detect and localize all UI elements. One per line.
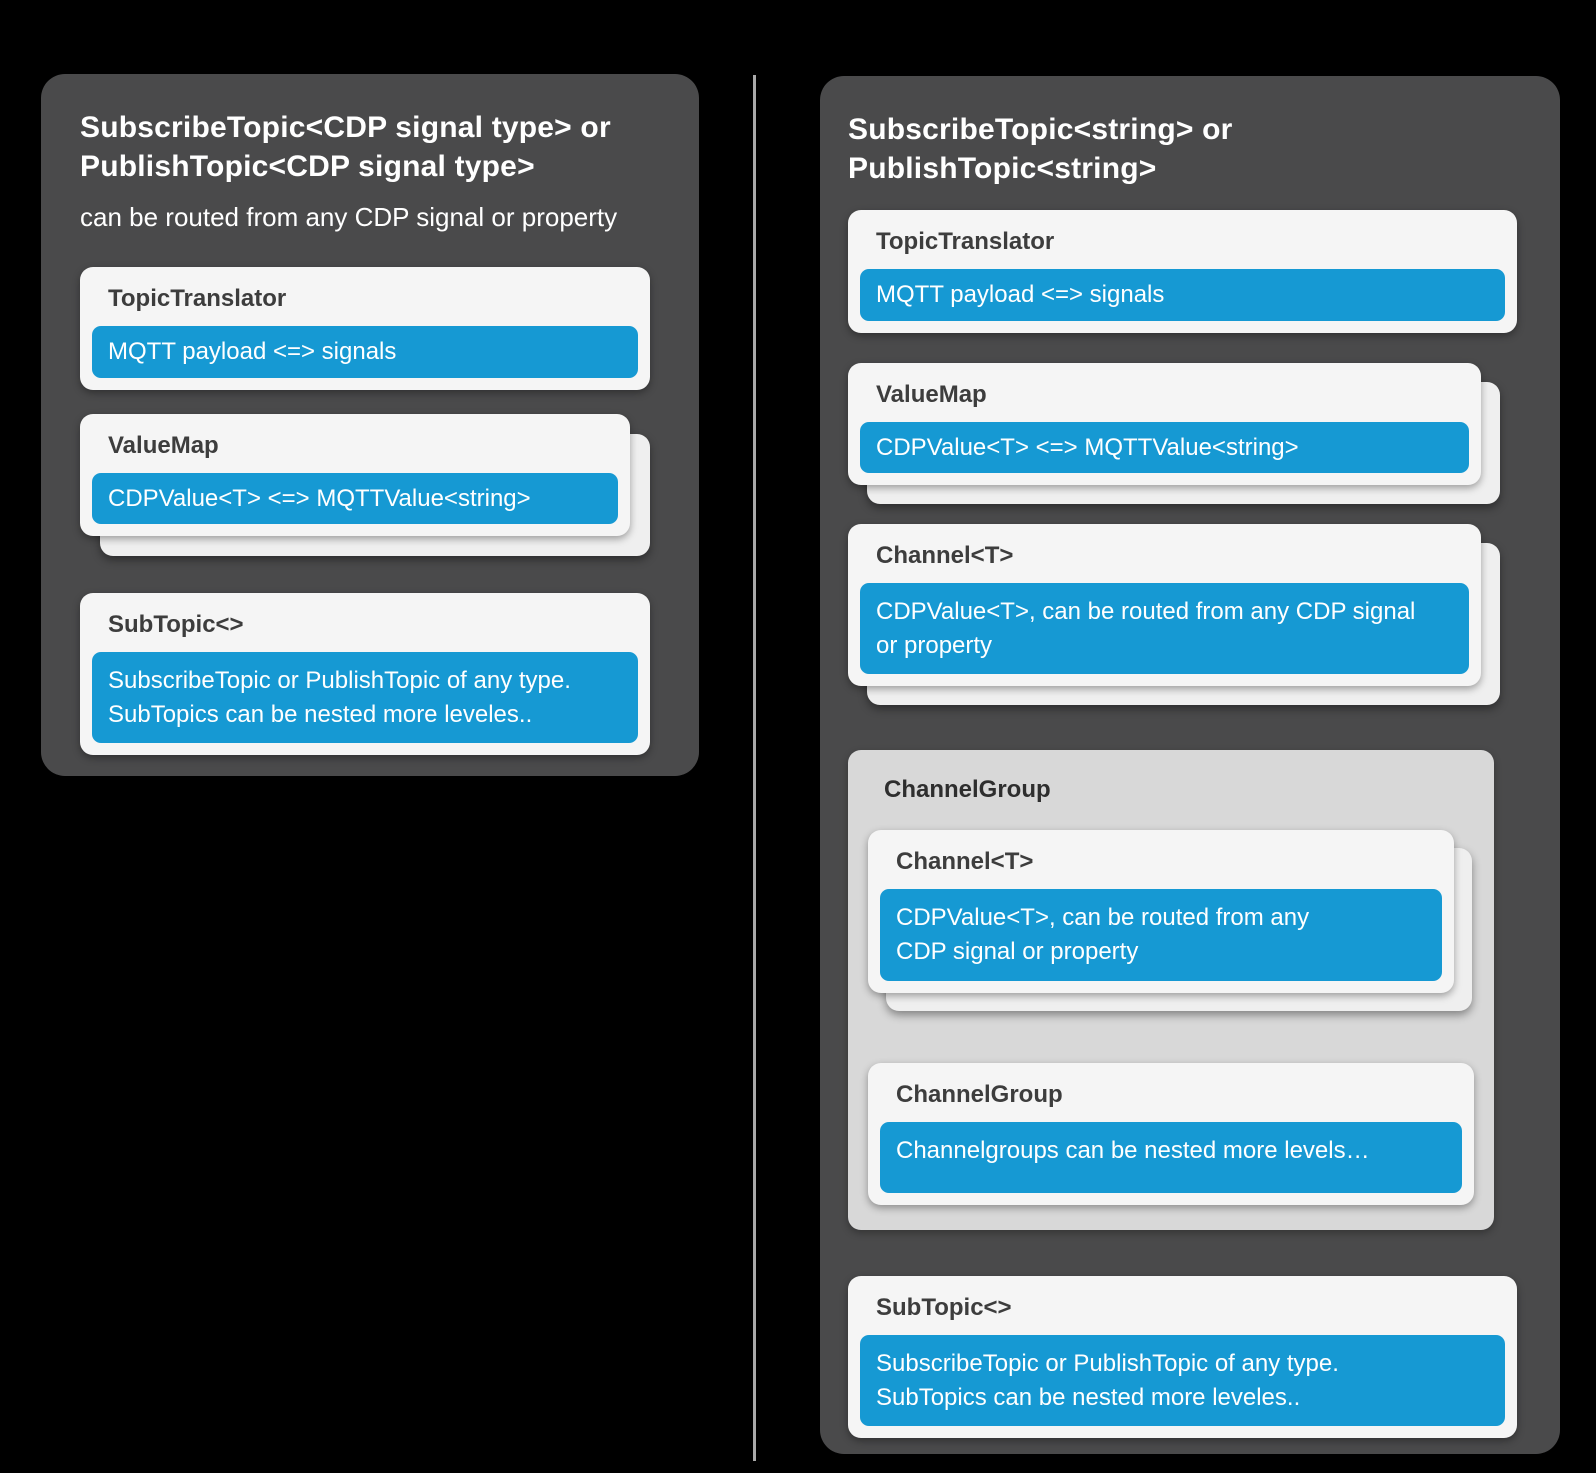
topic-translator-title: TopicTranslator [108,285,287,312]
channel-group-container: ChannelGroup Channel<T> CDPValue<T>, can… [848,750,1494,1231]
value-map-stack: ValueMap CDPValue<T> <=> MQTTValue<strin… [848,362,1517,505]
left-panel: SubscribeTopic<CDP signal type> or Publis… [41,74,699,776]
value-map-card: ValueMap CDPValue<T> <=> MQTTValue<strin… [80,413,630,537]
sub-topic-card: SubTopic<> SubscribeTopic or PublishTopi… [80,593,650,756]
nested-channel-title: Channel<T> [896,848,1034,876]
sub-topic-value-bar: SubscribeTopic or PublishTopic of any ty… [92,652,638,744]
nested-channel-value-bar: CDPValue<T>, can be routed from any CDP … [880,889,1442,981]
value-map-value-bar: CDPValue<T> <=> MQTTValue<string> [860,421,1469,474]
sub-topic-title: SubTopic<> [108,611,244,639]
topic-translator-title: TopicTranslator [876,228,1055,255]
nested-channel-group-title: ChannelGroup [896,1080,1063,1108]
value-map-card: ValueMap CDPValue<T> <=> MQTTValue<strin… [848,362,1481,486]
channel-group-title: ChannelGroup [884,776,1051,804]
value-map-title: ValueMap [876,380,987,408]
topic-translator-value-bar: MQTT payload <=> signals [92,326,638,378]
left-panel-title: SubscribeTopic<CDP signal type> or Publis… [80,108,650,186]
right-panel-title: SubscribeTopic<string> or PublishTopic<st… [848,110,1517,188]
topic-translator-card: TopicTranslator MQTT payload <=> signals [80,267,650,390]
value-map-stack: ValueMap CDPValue<T> <=> MQTTValue<strin… [80,413,650,557]
sub-topic-card: SubTopic<> SubscribeTopic or PublishTopi… [848,1276,1517,1439]
value-map-title: ValueMap [108,431,219,459]
channel-title: Channel<T> [876,542,1014,570]
channel-stack: Channel<T> CDPValue<T>, can be routed fr… [848,524,1517,706]
topic-translator-card: TopicTranslator MQTT payload <=> signals [848,210,1517,333]
right-panel: SubscribeTopic<string> or PublishTopic<st… [820,76,1560,1454]
nested-channel-card: Channel<T> CDPValue<T>, can be routed fr… [868,830,1454,993]
nested-channel-group-card: ChannelGroup Channelgroups can be nested… [868,1062,1474,1206]
right-panel-title-line2: PublishTopic<string> [848,152,1157,185]
left-panel-title-line1: SubscribeTopic<CDP signal type> or [80,111,611,144]
left-panel-title-line2: PublishTopic<CDP signal type> [80,150,535,183]
topic-translator-value-bar: MQTT payload <=> signals [860,269,1505,321]
divider-line [753,75,756,1461]
nested-channel-stack: Channel<T> CDPValue<T>, can be routed fr… [868,830,1474,1011]
sub-topic-title: SubTopic<> [876,1294,1012,1322]
right-panel-title-line1: SubscribeTopic<string> or [848,113,1233,146]
left-panel-subtitle: can be routed from any CDP signal or pro… [80,202,618,232]
value-map-value-bar: CDPValue<T> <=> MQTTValue<string> [92,472,618,525]
sub-topic-value-bar: SubscribeTopic or PublishTopic of any ty… [860,1335,1505,1427]
nested-channel-group-value-bar: Channelgroups can be nested more levels… [880,1121,1462,1194]
channel-card: Channel<T> CDPValue<T>, can be routed fr… [848,524,1481,687]
channel-value-bar: CDPValue<T>, can be routed from any CDP … [860,583,1469,675]
